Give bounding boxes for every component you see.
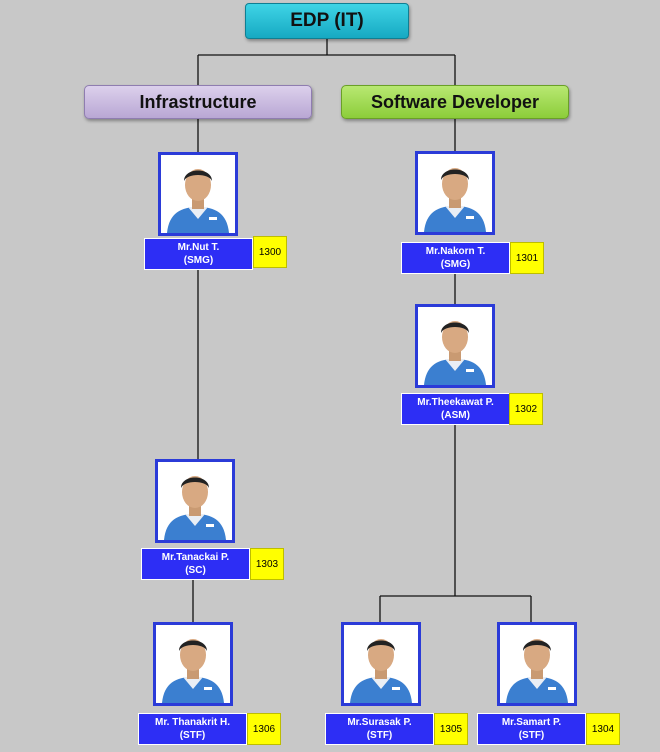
person-grade: (STF): [518, 730, 545, 741]
person-code-label: 1305: [439, 723, 463, 735]
person-name: Mr. Thanakrit H.: [154, 717, 230, 728]
person-grade: (SMG): [440, 259, 471, 270]
person-code: 1300: [253, 236, 287, 268]
person-code-label: 1306: [252, 723, 276, 735]
person-code-label: 1301: [515, 252, 539, 264]
person-code: 1301: [510, 242, 544, 274]
person-name: Mr.Nut T.: [177, 242, 220, 253]
person-photo: [158, 152, 238, 236]
person-photo: [497, 622, 577, 706]
person-name-box: Mr.Theekawat P. (ASM): [401, 393, 510, 425]
person-name-box: Mr.Samart P. (STF): [477, 713, 586, 745]
root-node: EDP (IT): [245, 3, 409, 39]
person-name: Mr.Nakorn T.: [425, 246, 486, 257]
department-label: Infrastructure: [139, 91, 257, 112]
person-photo: [153, 622, 233, 706]
person-name: Mr.Theekawat P.: [417, 397, 494, 408]
person-name-box: Mr.Tanackai P. (SC): [141, 548, 250, 580]
person-name: Mr.Tanackai P.: [161, 552, 230, 563]
person-code: 1305: [434, 713, 468, 745]
person-grade: (ASM): [441, 410, 470, 421]
person-code-label: 1302: [514, 403, 538, 415]
department-infrastructure: Infrastructure: [84, 85, 312, 119]
person-code: 1306: [247, 713, 281, 745]
person-code-label: 1304: [591, 723, 615, 735]
person-photo: [415, 151, 495, 235]
person-code: 1304: [586, 713, 620, 745]
department-software-developer: Software Developer: [341, 85, 569, 119]
person-photo: [155, 459, 235, 543]
person-photo: [341, 622, 421, 706]
person-name-box: Mr.Surasak P. (STF): [325, 713, 434, 745]
person-grade: (STF): [366, 730, 393, 741]
root-label: EDP (IT): [290, 10, 364, 31]
person-photo: [415, 304, 495, 388]
person-code-label: 1300: [258, 246, 282, 258]
person-name-box: Mr.Nakorn T. (SMG): [401, 242, 510, 274]
person-name-box: Mr.Nut T. (SMG): [144, 238, 253, 270]
person-code: 1303: [250, 548, 284, 580]
person-name: Mr.Surasak P.: [347, 717, 412, 728]
person-code: 1302: [509, 393, 543, 425]
person-grade: (STF): [179, 730, 206, 741]
department-label: Software Developer: [370, 91, 540, 112]
person-grade: (SC): [185, 565, 206, 576]
person-grade: (SMG): [183, 255, 214, 266]
person-name: Mr.Samart P.: [501, 717, 562, 728]
person-name-box: Mr. Thanakrit H. (STF): [138, 713, 247, 745]
person-code-label: 1303: [255, 558, 279, 570]
